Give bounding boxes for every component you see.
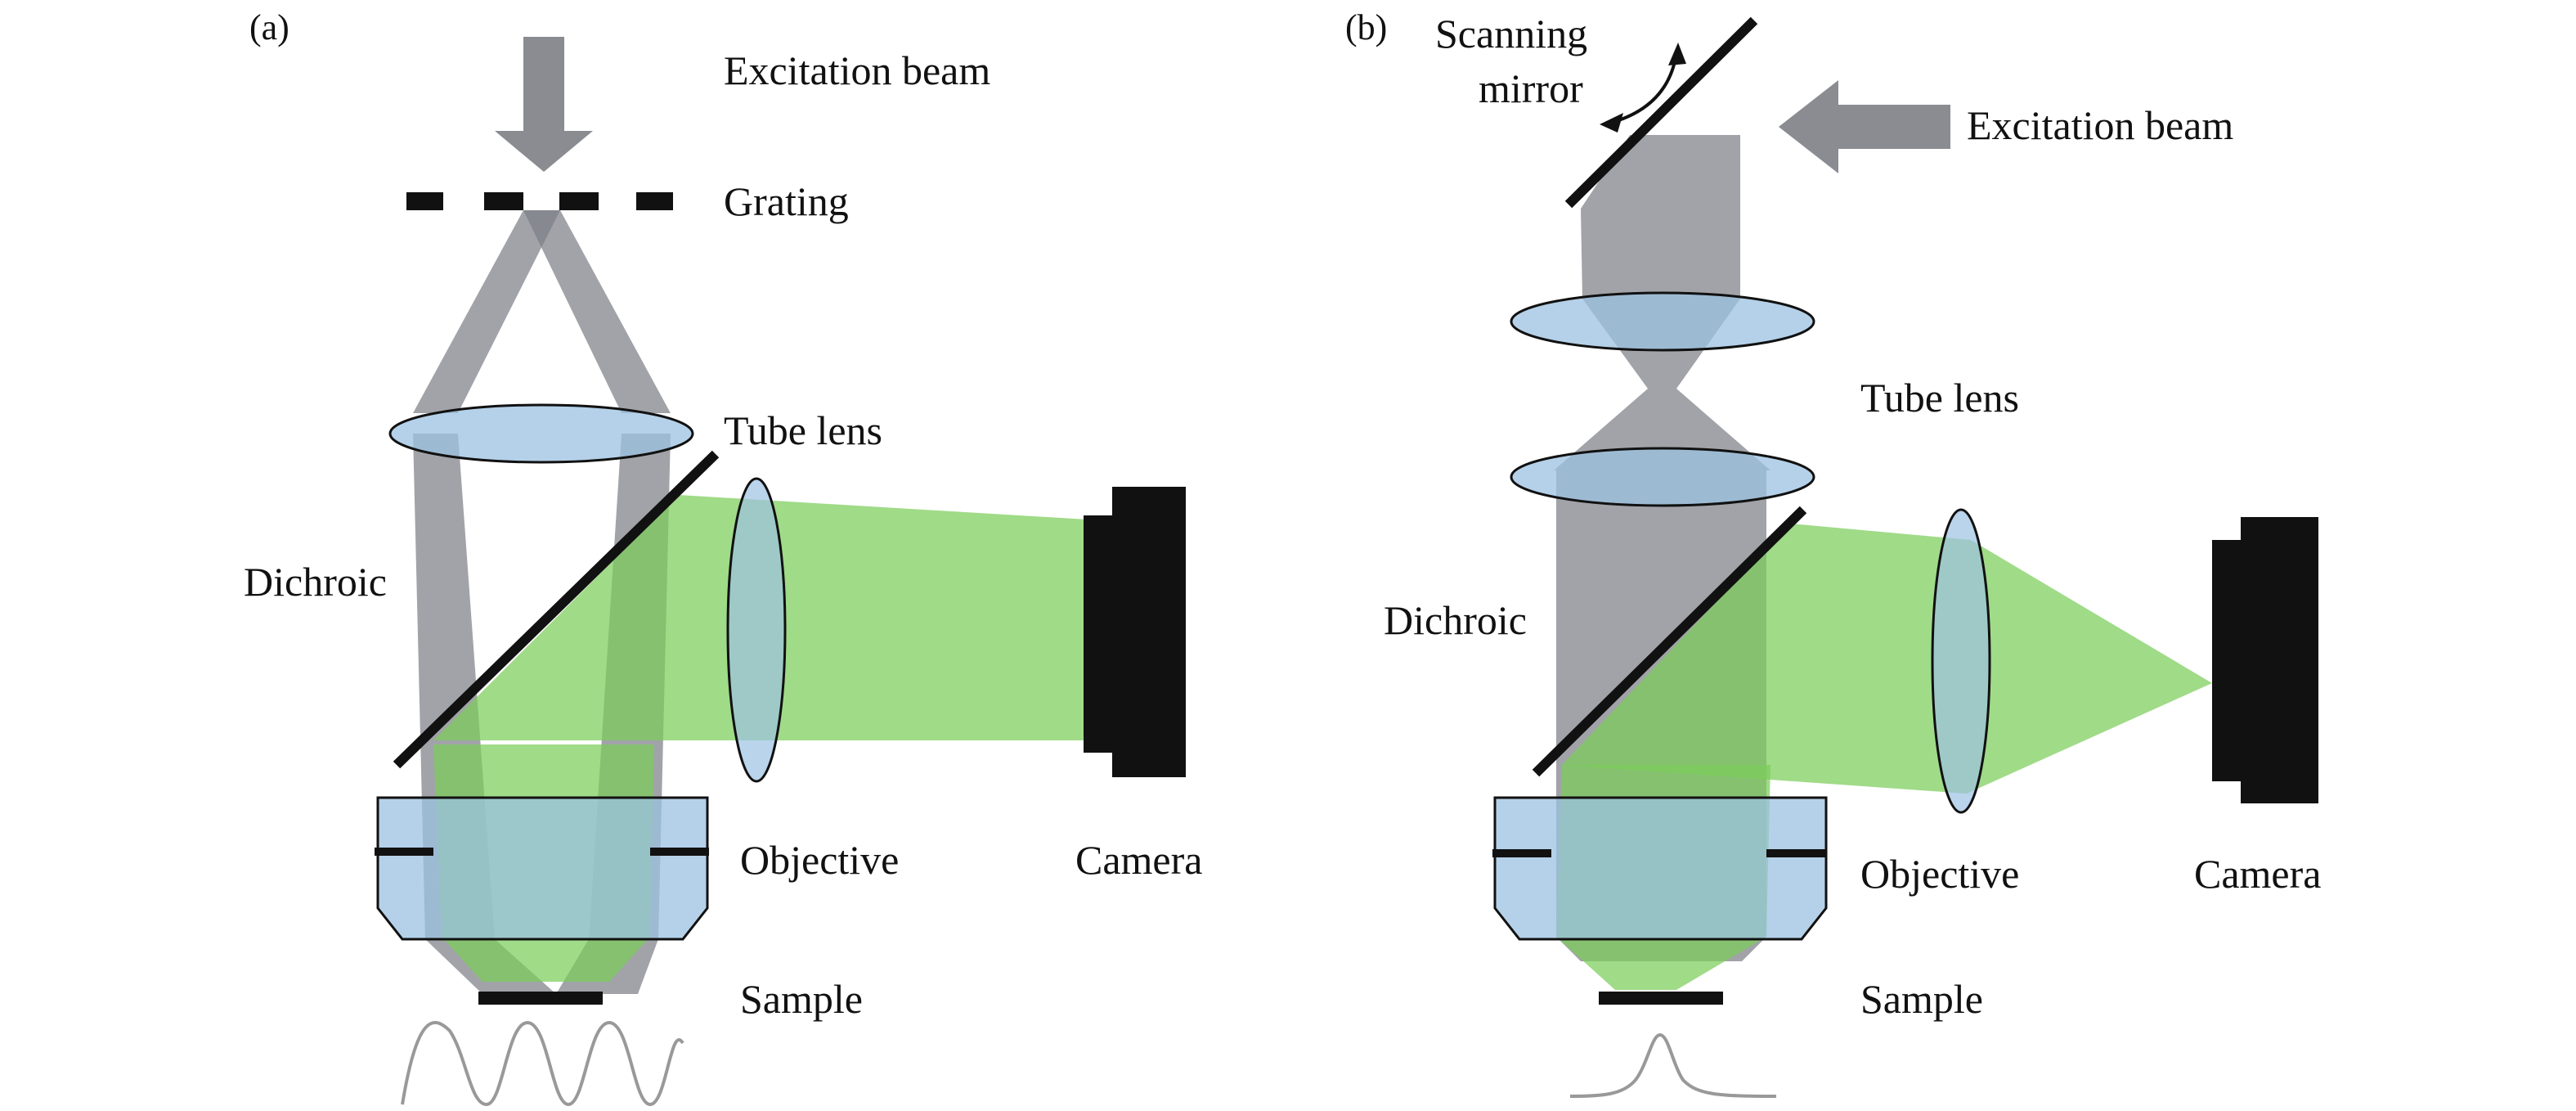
label-objective-a: Objective xyxy=(740,837,899,883)
camera-a xyxy=(1084,487,1186,777)
panel-a: (a) Excitation beam Grating Tube lens Di… xyxy=(244,7,1202,1107)
sample-slide-a xyxy=(478,992,603,1005)
label-tube-lens-a: Tube lens xyxy=(724,407,882,453)
camera-lens-a xyxy=(726,477,787,783)
label-excitation-beam-a: Excitation beam xyxy=(724,47,990,93)
label-sample-a: Sample xyxy=(740,976,863,1022)
grating xyxy=(406,192,673,210)
label-dichroic-b: Dichroic xyxy=(1384,597,1527,643)
illumination-pattern-b xyxy=(1569,1032,1777,1098)
objective-b xyxy=(1492,796,1828,941)
excitation-arrow-b xyxy=(1779,80,1950,173)
sample-slide-b xyxy=(1599,992,1723,1005)
camera-b xyxy=(2212,517,2318,803)
camera-lens-b xyxy=(1931,508,1991,814)
label-sample-b: Sample xyxy=(1860,976,1983,1022)
label-grating: Grating xyxy=(724,178,849,224)
label-scanning-mirror-line2: mirror xyxy=(1479,65,1583,111)
tube-lens-a xyxy=(388,403,694,464)
panel-tag-a: (a) xyxy=(249,7,289,47)
scanning-mirror xyxy=(1564,16,1758,209)
illumination-pattern-a xyxy=(401,1020,684,1107)
tube-lens-upper-b xyxy=(1510,291,1815,352)
scan-arrow-head-1 xyxy=(1600,113,1623,133)
label-objective-b: Objective xyxy=(1860,851,2019,897)
label-camera-a: Camera xyxy=(1075,837,1202,883)
dichroic-mirror-a xyxy=(393,450,720,769)
scan-arrow-head-2 xyxy=(1668,43,1686,65)
dichroic-mirror-b xyxy=(1532,506,1807,777)
label-dichroic-a: Dichroic xyxy=(244,559,387,605)
panel-b: (b) Scanning mirror Excitation beam Tube… xyxy=(1345,7,2321,1098)
label-scanning-mirror-line1: Scanning xyxy=(1435,11,1587,56)
panel-tag-b: (b) xyxy=(1345,7,1387,47)
excitation-arrow-a xyxy=(495,37,593,172)
label-camera-b: Camera xyxy=(2194,851,2321,897)
objective-a xyxy=(375,796,709,941)
label-tube-lens-b: Tube lens xyxy=(1860,375,2019,421)
label-excitation-beam-b: Excitation beam xyxy=(1967,102,2233,148)
tube-lens-lower-b xyxy=(1510,447,1815,507)
